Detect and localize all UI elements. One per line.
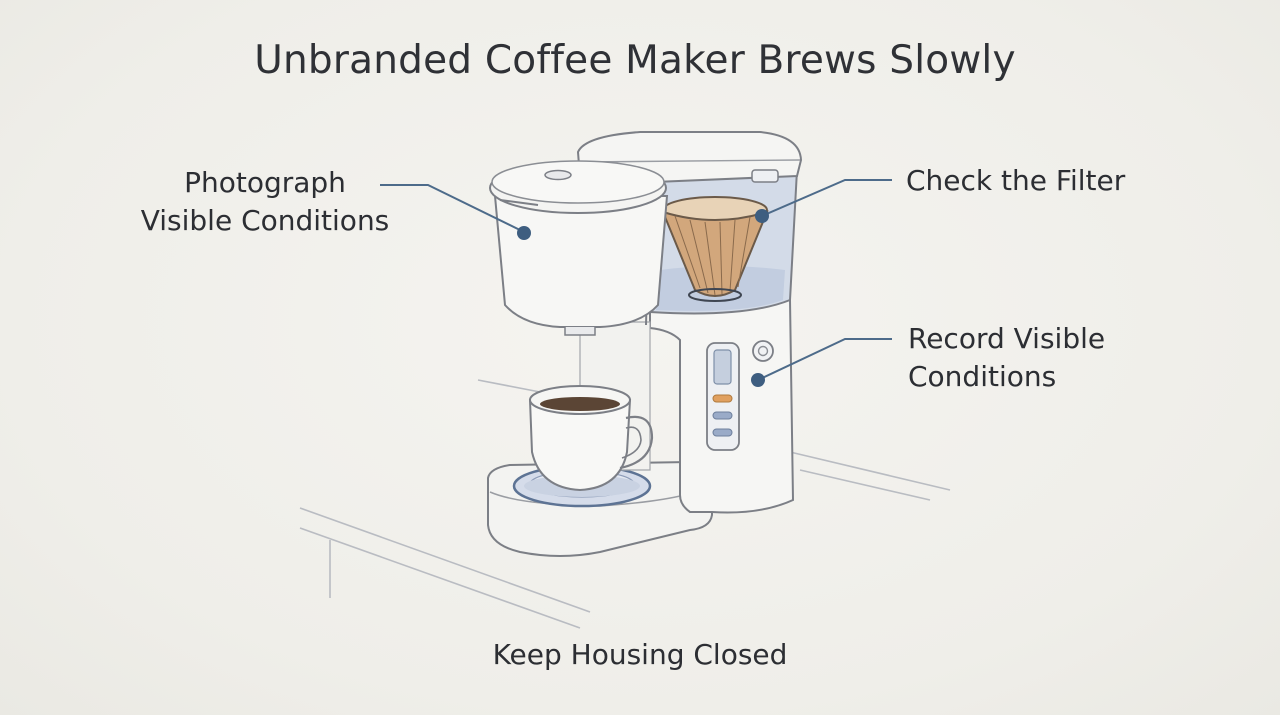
diagram-title: Unbranded Coffee Maker Brews Slowly bbox=[254, 38, 1016, 83]
callout-filter: Check the Filter bbox=[906, 162, 1125, 200]
callout-photograph-line1: Photograph bbox=[184, 166, 346, 199]
callout-record: Record Visible Conditions bbox=[908, 320, 1105, 396]
brew-basket bbox=[489, 160, 669, 336]
callout-dot-filter bbox=[755, 209, 769, 223]
footer-caption: Keep Housing Closed bbox=[492, 638, 788, 671]
callout-photograph: Photograph Visible Conditions bbox=[120, 164, 410, 240]
countertop bbox=[299, 379, 951, 629]
callout-filter-line1: Check the Filter bbox=[906, 164, 1126, 197]
coffee-cup bbox=[524, 385, 654, 497]
callout-record-line2: Conditions bbox=[908, 360, 1057, 393]
leader-filter bbox=[755, 179, 892, 223]
leader-record bbox=[751, 338, 892, 387]
leader-photograph bbox=[380, 184, 531, 240]
callout-record-line1: Record Visible bbox=[908, 322, 1106, 355]
callout-dot-basket bbox=[517, 226, 531, 240]
callout-photograph-line2: Visible Conditions bbox=[140, 204, 390, 237]
callout-dot-panel bbox=[751, 373, 765, 387]
